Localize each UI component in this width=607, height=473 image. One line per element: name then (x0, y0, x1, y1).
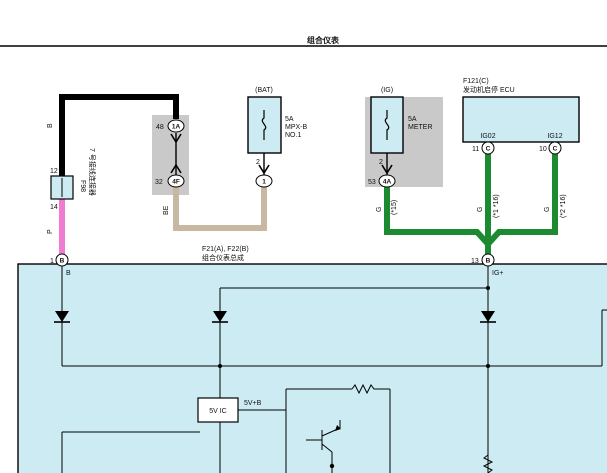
transistor-arrow (335, 425, 341, 431)
pin-48-circle (167, 119, 185, 133)
regulator-box (197, 397, 239, 423)
ecu-pin-ig12: IG12 (547, 133, 562, 140)
arrow-bat-down (258, 164, 270, 175)
ecu-pin-ig02: IG02 (480, 133, 495, 140)
wire-green-left (384, 186, 491, 247)
node-dot (329, 463, 335, 469)
ecu-name: 发动机启停 ECU (463, 85, 515, 94)
meter-name: 组合仪表总成 (202, 253, 244, 262)
wire-green-mid-note: (*1 *16) (493, 194, 500, 218)
diode-b (54, 311, 70, 323)
pin-32-number: 32 (155, 179, 163, 186)
pin-bat-1-conn: 1 (262, 179, 266, 186)
pin-53-conn: 4A (383, 179, 392, 186)
pin-13-number: 13 (471, 258, 479, 265)
junction-pin-top: 12 (50, 168, 58, 175)
wire-green-mid-label: G (477, 207, 484, 212)
wire-green-right (485, 154, 558, 247)
junction-id: F98 (79, 180, 86, 192)
pin-53-circle (378, 174, 396, 188)
pin-10-circle (548, 141, 562, 155)
fuse-ig-pin: 2 (379, 159, 383, 166)
fuse-ig-rating: 5A (408, 116, 417, 123)
wire-black-b-label: B (47, 123, 54, 128)
diode-ig (480, 311, 496, 323)
pin-13-conn: B (486, 258, 491, 265)
signal-ig: IG+ (492, 270, 503, 277)
pin-bat-1-circle (255, 174, 273, 188)
meter-id: F21(A), F22(B) (202, 246, 249, 253)
arrow-32-up (170, 163, 182, 174)
regulator-output: 5V+B (244, 400, 262, 407)
ecu-box (462, 96, 580, 143)
junction-name: 7 号接线连接器 (88, 148, 97, 196)
internal-circuit (61, 266, 607, 473)
page-title: 组合仪表 (307, 35, 340, 45)
node-dot (218, 364, 222, 368)
fuse-bat-rating: 5A (285, 116, 294, 123)
pin-10-number: 10 (539, 146, 547, 153)
fuse-bat-name1: MPX-B (285, 124, 308, 131)
fuse-bat-pin: 2 (256, 159, 260, 166)
pin-48-conn: 1A (172, 124, 181, 131)
node-dot (486, 364, 490, 368)
ecu-id: F121(C) (463, 78, 489, 85)
arrow-ig-down (381, 164, 393, 175)
fuse-ig-name1: METER (408, 124, 433, 131)
pin-11-conn: C (486, 146, 491, 153)
node-dot (486, 286, 490, 290)
wire-pink-p-label: P (47, 229, 54, 234)
wire-black-b (59, 94, 179, 176)
fuse-bat-supply: (BAT) (255, 87, 273, 94)
wire-green-left-note: (*15) (391, 200, 398, 215)
pin-10-conn: C (553, 146, 558, 153)
fuse-bat-symbol (261, 110, 267, 140)
wire-green-right-label: G (544, 207, 551, 212)
pin-32-conn: 4F (172, 179, 180, 186)
pin-1-conn: B (60, 258, 65, 265)
meter-assembly-body (17, 263, 607, 473)
wire-green-left-label: G (376, 207, 383, 212)
pin-48-number: 48 (156, 124, 164, 131)
pin-53-number: 53 (368, 179, 376, 186)
pin-11-circle (481, 141, 495, 155)
regulator-label: 5V IC (209, 408, 227, 415)
wire-tan-be-label: BE (163, 205, 170, 215)
wire-green-right-note: (*2 *16) (560, 194, 567, 218)
fuse-ig-supply: (IG) (381, 87, 393, 94)
resistor-vertical (482, 454, 494, 473)
junction-pin-bottom: 14 (50, 204, 58, 211)
fuse-ig-symbol (384, 110, 390, 140)
arrow-48-down (170, 133, 182, 144)
signal-b: B (66, 270, 71, 277)
fuse-bat-name2: NO.1 (285, 132, 301, 139)
resistor-horizontal (351, 383, 376, 395)
pin-11-number: 11 (472, 146, 479, 153)
pin-1-number: 1 (50, 258, 54, 265)
diode-bat (212, 311, 228, 323)
pin-32-circle (167, 174, 185, 188)
wire-tan-be (173, 187, 267, 231)
